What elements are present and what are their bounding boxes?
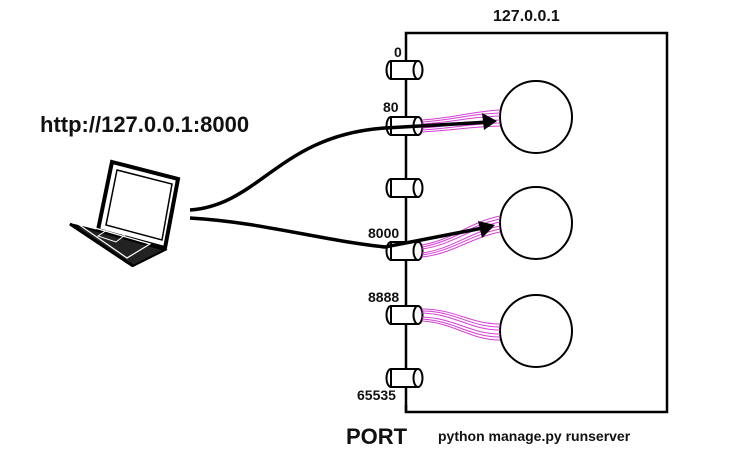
arrowhead-80 <box>482 113 497 130</box>
port-label-65535: 65535 <box>357 387 396 403</box>
process-circle-bottom <box>499 294 573 368</box>
port-socket-65535 <box>385 368 424 388</box>
request-arrow-80 <box>189 120 491 212</box>
laptop-icon <box>69 159 181 268</box>
command-label: python manage.py runserver <box>438 428 631 444</box>
port-label-8888: 8888 <box>368 289 400 305</box>
process-circle-middle <box>499 186 573 260</box>
request-arrow-8000 <box>189 216 489 249</box>
process-circle-top <box>499 80 573 154</box>
port-label-80: 80 <box>383 99 399 115</box>
wire-bundle-8888 <box>421 308 501 341</box>
host-label: 127.0.0.1 <box>493 8 560 25</box>
port-label-0: 0 <box>394 44 402 60</box>
port-socket-0 <box>385 60 424 80</box>
port-label-8000: 8000 <box>368 225 400 241</box>
request-url-label: http://127.0.0.1:8000 <box>40 112 250 137</box>
port-socket-8000 <box>385 241 424 261</box>
port-axis-label: PORT <box>346 424 408 449</box>
port-socket-8888 <box>385 305 424 325</box>
arrowhead-8000 <box>478 221 495 238</box>
port-socket-unlabeled <box>385 178 424 198</box>
